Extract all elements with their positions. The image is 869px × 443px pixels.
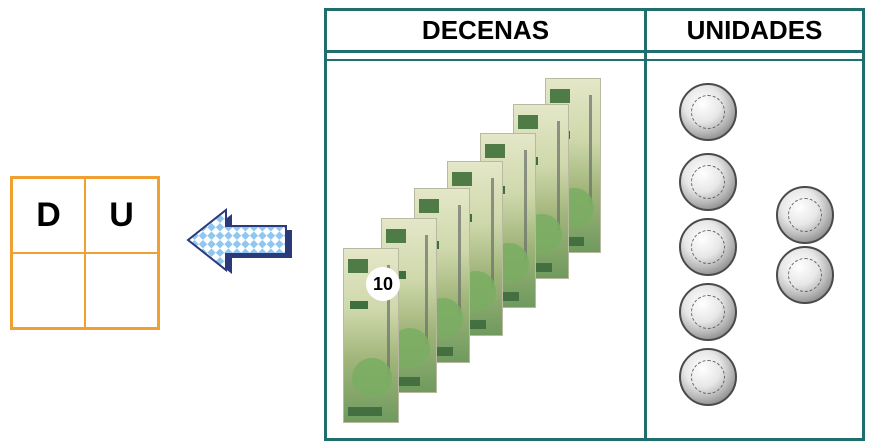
place-value-grid: D U bbox=[10, 176, 160, 330]
one-sol-coin bbox=[776, 186, 834, 244]
decenas-header-label: DECENAS bbox=[421, 15, 550, 45]
column-divider bbox=[644, 11, 647, 438]
grid-cell-d-value[interactable] bbox=[12, 253, 85, 328]
header-divider bbox=[327, 59, 862, 61]
grid-cell-u-header: U bbox=[85, 178, 158, 253]
money-table: DECENAS UNIDADES bbox=[324, 8, 865, 441]
unidades-header: UNIDADES bbox=[647, 11, 862, 53]
grid-cell-u-value[interactable] bbox=[85, 253, 158, 328]
one-sol-coin bbox=[679, 283, 737, 341]
unidad-column-label: U bbox=[109, 196, 134, 234]
bill-value-label: 10 bbox=[366, 267, 400, 301]
decenas-header: DECENAS bbox=[327, 11, 644, 53]
left-arrow-icon bbox=[186, 207, 292, 274]
unidades-header-label: UNIDADES bbox=[686, 15, 823, 45]
one-sol-coin bbox=[679, 83, 737, 141]
one-sol-coin bbox=[679, 348, 737, 406]
decena-column-label: D bbox=[36, 196, 61, 234]
one-sol-coin bbox=[679, 218, 737, 276]
one-sol-coin bbox=[776, 246, 834, 304]
grid-cell-d-header: D bbox=[12, 178, 85, 253]
one-sol-coin bbox=[679, 153, 737, 211]
